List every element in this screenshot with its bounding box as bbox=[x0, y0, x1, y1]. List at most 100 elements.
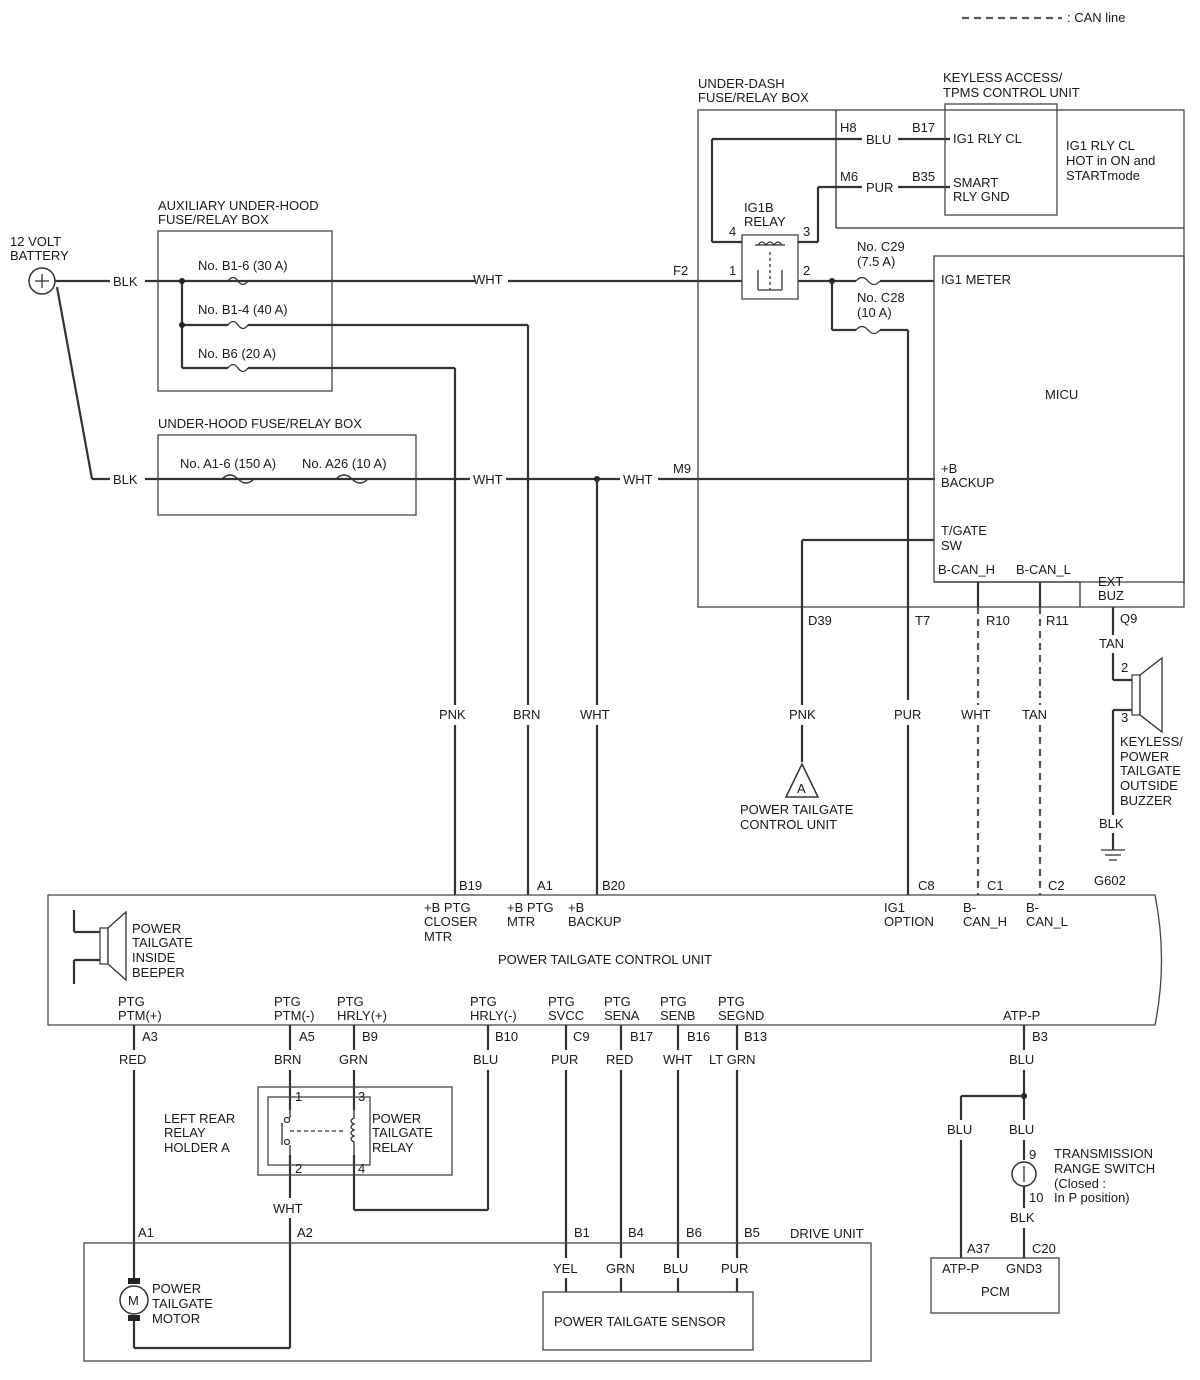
fuse-icon bbox=[855, 325, 881, 335]
connector-ref-letter: A bbox=[797, 781, 806, 796]
pin-function: +B PTG bbox=[507, 900, 554, 915]
wire-color-label: WHT bbox=[663, 1052, 693, 1067]
wire-color-label: BLK bbox=[113, 472, 138, 487]
wire-color-label: BLK bbox=[113, 274, 138, 289]
pin-function: +B bbox=[568, 900, 584, 915]
wire-color-label: BLU bbox=[947, 1122, 972, 1137]
pin-function: RLY GND bbox=[953, 189, 1010, 204]
pcm: A37 C20 ATP-P GND3 PCM bbox=[930, 1241, 1060, 1314]
component-label: INSIDE bbox=[132, 950, 176, 965]
component-label: (Closed : bbox=[1054, 1176, 1106, 1191]
motor-symbol: M bbox=[128, 1293, 139, 1308]
pin-number: R10 bbox=[986, 613, 1010, 628]
drive-unit-title: DRIVE UNIT bbox=[790, 1226, 864, 1241]
component-label: RANGE SWITCH bbox=[1054, 1161, 1155, 1176]
wire-color-label: BLU bbox=[1009, 1052, 1034, 1067]
wire-color-label: GRN bbox=[339, 1052, 368, 1067]
legend: : CAN line bbox=[962, 10, 1126, 25]
relay-holder-label: HOLDER A bbox=[164, 1140, 230, 1155]
wire-color-label: BLK bbox=[1010, 1210, 1035, 1225]
pin-number: 3 bbox=[803, 224, 810, 239]
pin-number: B9 bbox=[362, 1029, 378, 1044]
transmission-range-switch bbox=[1011, 1161, 1037, 1187]
pin-number: A1 bbox=[138, 1225, 154, 1240]
component-label: KEYLESS/ bbox=[1120, 734, 1183, 749]
pin-function: ATP-P bbox=[942, 1261, 979, 1276]
pin-function: EXT bbox=[1098, 574, 1123, 589]
pin-function: IG1 METER bbox=[941, 272, 1011, 287]
component-label: BUZZER bbox=[1120, 793, 1172, 808]
pin-number: B3 bbox=[1032, 1029, 1048, 1044]
pin-number: B4 bbox=[628, 1225, 644, 1240]
ref-label: CONTROL UNIT bbox=[740, 817, 837, 832]
relay-holder-label: LEFT REAR bbox=[164, 1111, 235, 1126]
aux-box-title: FUSE/RELAY BOX bbox=[158, 212, 269, 227]
component-label: In P position) bbox=[1054, 1190, 1130, 1205]
pin-function: B- bbox=[963, 900, 976, 915]
relay-coil-icon bbox=[350, 1110, 356, 1155]
keyless-title: KEYLESS ACCESS/ bbox=[943, 70, 1063, 85]
relay-coil-icon bbox=[757, 241, 783, 247]
pin-number: C8 bbox=[918, 878, 935, 893]
pin-function: SMART bbox=[953, 175, 998, 190]
pin-number: B19 bbox=[459, 878, 482, 893]
keyless-access-unit: KEYLESS ACCESS/ TPMS CONTROL UNIT IG1 RL… bbox=[943, 70, 1155, 216]
pin-number: D39 bbox=[808, 613, 832, 628]
pin-number: A1 bbox=[537, 878, 553, 893]
aux-box-title: AUXILIARY UNDER-HOOD bbox=[158, 198, 319, 213]
fuse-label: No. B1-6 (30 A) bbox=[198, 258, 288, 273]
power-tailgate-control-unit: POWER TAILGATE CONTROL UNIT POWER TAILGA… bbox=[47, 878, 1163, 1026]
ground-icon bbox=[1101, 849, 1125, 861]
pin-number: H8 bbox=[840, 120, 857, 135]
pin-number: R11 bbox=[1046, 613, 1069, 628]
wire-color-label: GRN bbox=[606, 1261, 635, 1276]
pin-number: C2 bbox=[1048, 878, 1065, 893]
pin-number: A3 bbox=[142, 1029, 158, 1044]
pin-function: B-CAN_H bbox=[938, 562, 995, 577]
pin-function: IG1 RLY CL bbox=[953, 131, 1022, 146]
component-label: MOTOR bbox=[152, 1311, 200, 1326]
ud-box-title: FUSE/RELAY BOX bbox=[698, 90, 809, 105]
pin-number: B17 bbox=[630, 1029, 653, 1044]
ud-box-title: UNDER-DASH bbox=[698, 76, 785, 91]
pin-function: T/GATE bbox=[941, 523, 987, 538]
wire-color-label: BLU bbox=[663, 1261, 688, 1276]
pin-function: CLOSER bbox=[424, 914, 477, 929]
aux-under-hood-box: AUXILIARY UNDER-HOOD FUSE/RELAY BOX No. … bbox=[157, 198, 528, 392]
component-label: POWER bbox=[1120, 749, 1169, 764]
pin-function: BACKUP bbox=[941, 475, 994, 490]
wire-color-label: BLU bbox=[473, 1052, 498, 1067]
pin-number: B17 bbox=[912, 120, 935, 135]
pin-number: B13 bbox=[744, 1029, 767, 1044]
wire-color-label: WHT bbox=[961, 707, 991, 722]
pin-function: BUZ bbox=[1098, 588, 1124, 603]
connector-ref-triangle bbox=[784, 762, 820, 798]
pin-number: B5 bbox=[744, 1225, 760, 1240]
note: IG1 RLY CL bbox=[1066, 138, 1135, 153]
fuse-icon bbox=[227, 276, 249, 286]
pin-number: 3 bbox=[1121, 710, 1128, 725]
fuse-label: (10 A) bbox=[857, 305, 892, 320]
component-label: TAILGATE bbox=[152, 1296, 213, 1311]
fuse-label: (7.5 A) bbox=[857, 254, 895, 269]
pin-number: 10 bbox=[1029, 1190, 1043, 1205]
micu-label: MICU bbox=[1045, 387, 1078, 402]
wire-color-label: WHT bbox=[623, 472, 653, 487]
pin-number: C9 bbox=[573, 1029, 590, 1044]
wire-color-label: BLU bbox=[1009, 1122, 1034, 1137]
pin-number: A37 bbox=[967, 1241, 990, 1256]
fuse-label: No. A26 (10 A) bbox=[302, 456, 387, 471]
relay-label: IG1B bbox=[744, 200, 774, 215]
splice-dot bbox=[179, 322, 185, 328]
pin-number: 4 bbox=[358, 1161, 365, 1176]
ptcu-title: POWER TAILGATE CONTROL UNIT bbox=[498, 952, 712, 967]
relay-label: RELAY bbox=[372, 1140, 414, 1155]
pin-function: MTR bbox=[507, 914, 535, 929]
motor-icon bbox=[119, 1285, 149, 1315]
pin-function: PTG bbox=[548, 994, 575, 1009]
wire-color-label: WHT bbox=[473, 272, 503, 287]
note: HOT in ON and bbox=[1066, 153, 1155, 168]
pin-function: SEGND bbox=[718, 1008, 764, 1023]
fuse-label: No. B1-4 (40 A) bbox=[198, 302, 288, 317]
